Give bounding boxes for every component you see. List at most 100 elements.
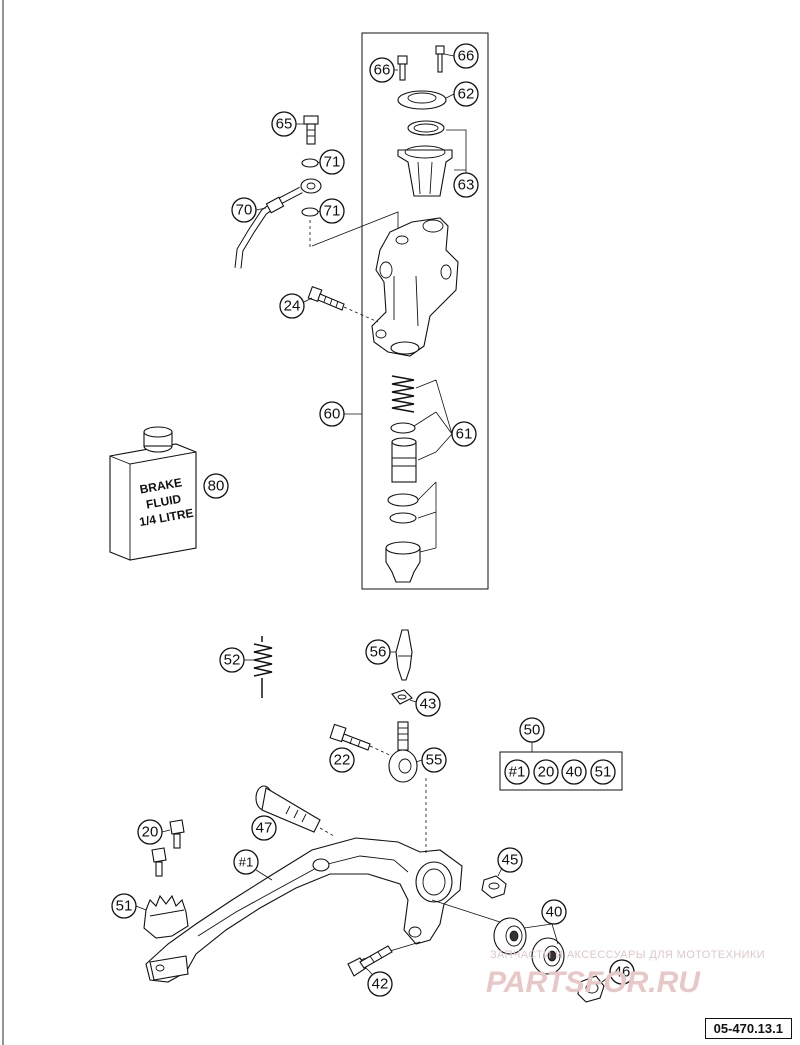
callout-43: 43	[415, 691, 441, 717]
washer	[387, 493, 419, 507]
callout-42: 42	[367, 971, 393, 997]
screw-20-upper	[169, 819, 185, 849]
callout-61: 61	[451, 421, 477, 447]
svg-text:42: 42	[372, 976, 389, 993]
callout-22: 22	[329, 747, 355, 773]
svg-text:50: 50	[524, 722, 541, 739]
svg-text:#1: #1	[509, 764, 526, 781]
svg-text:71: 71	[324, 203, 341, 220]
callout-47: 47	[251, 815, 277, 841]
sleeve-46	[577, 975, 605, 1003]
svg-text:46: 46	[614, 964, 631, 981]
brake-pedal-1	[145, 837, 463, 983]
circlip	[389, 512, 417, 524]
callout-70: 70	[231, 197, 257, 223]
callout-71-lower: 71	[319, 198, 345, 224]
svg-text:24: 24	[284, 298, 301, 315]
svg-text:43: 43	[420, 696, 437, 713]
master-cylinder-body	[371, 217, 459, 357]
svg-text:70: 70	[236, 202, 253, 219]
kit-item-3: 40	[561, 759, 587, 785]
screw-66-left	[397, 55, 408, 81]
callout-24: 24	[279, 293, 305, 319]
reservoir-cover-62	[397, 90, 447, 110]
clevis-55	[388, 721, 418, 783]
callout-66-left: 66	[369, 57, 395, 83]
push-rod-56	[395, 629, 413, 681]
callout-50: 50	[519, 717, 545, 743]
svg-text:20: 20	[142, 824, 159, 841]
bolt-24	[307, 285, 379, 323]
svg-text:#1: #1	[239, 855, 253, 870]
kit-item-1: #1	[504, 759, 530, 785]
watermark-logo: PARTSFOR.RU	[486, 966, 701, 999]
nut-43	[391, 689, 413, 705]
svg-text:66: 66	[374, 62, 391, 79]
svg-text:80: 80	[208, 478, 225, 495]
callout-46: 46	[609, 959, 635, 985]
svg-text:63: 63	[458, 177, 475, 194]
svg-text:55: 55	[426, 752, 443, 769]
svg-text:20: 20	[538, 764, 555, 781]
callout-62: 62	[453, 81, 479, 107]
callout-60: 60	[319, 401, 345, 427]
svg-text:45: 45	[502, 852, 519, 869]
callout-51: 51	[111, 893, 137, 919]
svg-text:51: 51	[595, 764, 612, 781]
svg-text:47: 47	[256, 820, 273, 837]
callout-56: 56	[365, 639, 391, 665]
svg-text:71: 71	[324, 154, 341, 171]
screw-66-right	[435, 45, 445, 73]
dust-boot	[385, 541, 421, 583]
banjo-bolt-65	[303, 115, 319, 145]
svg-text:22: 22	[334, 752, 351, 769]
kit-50-frame	[499, 751, 623, 791]
washer-71-lower	[301, 207, 319, 217]
svg-text:52: 52	[224, 652, 241, 669]
svg-text:66: 66	[458, 48, 475, 65]
bushing-40-a	[493, 917, 527, 955]
return-spring	[391, 375, 415, 413]
svg-text:51: 51	[116, 898, 133, 915]
watermark-text: ЗАПЧАСТИ И АКСЕССУАРЫ ДЛЯ МОТОТЕХНИКИ	[490, 949, 765, 961]
kit-item-2: 20	[533, 759, 559, 785]
svg-text:40: 40	[566, 764, 583, 781]
pedal-return-spring-52	[253, 636, 273, 698]
svg-text:60: 60	[324, 406, 341, 423]
callout-20: 20	[137, 819, 163, 845]
callout-pedal-1: #1	[233, 849, 259, 875]
footrest-tip-51	[143, 894, 189, 939]
callout-52: 52	[219, 647, 245, 673]
reservoir-63	[397, 120, 453, 197]
drawing-number: 05-470.13.1	[704, 1018, 792, 1039]
callout-66-right: 66	[453, 43, 479, 69]
bolt-22	[329, 723, 393, 757]
svg-text:40: 40	[546, 904, 563, 921]
kit-50-contents: #1 20 40 51	[504, 759, 616, 785]
svg-text:62: 62	[458, 86, 475, 103]
screw-20-lower	[151, 847, 167, 877]
washer-71-upper	[301, 158, 319, 168]
nut-45	[481, 875, 507, 899]
brake-fluid-bottle: BRAKE FLUID 1/4 LITRE	[109, 426, 197, 561]
kit-item-4: 51	[590, 759, 616, 785]
bushing-40-b	[531, 937, 565, 975]
callout-55: 55	[421, 747, 447, 773]
svg-text:56: 56	[370, 644, 387, 661]
piston	[391, 437, 417, 483]
callout-80: 80	[203, 473, 229, 499]
bottle-label-line2: FLUID	[145, 492, 183, 512]
pivot-bolt-47	[255, 785, 335, 837]
callout-45: 45	[497, 847, 523, 873]
master-cylinder-group-frame	[361, 32, 489, 590]
callout-40: 40	[541, 899, 567, 925]
callout-65: 65	[271, 111, 297, 137]
callout-63: 63	[453, 172, 479, 198]
svg-text:65: 65	[276, 116, 293, 133]
cup-seal	[390, 422, 416, 434]
bolt-42	[347, 945, 393, 977]
svg-text:61: 61	[456, 426, 473, 443]
brake-hose-70	[234, 178, 322, 269]
callout-71-upper: 71	[319, 149, 345, 175]
